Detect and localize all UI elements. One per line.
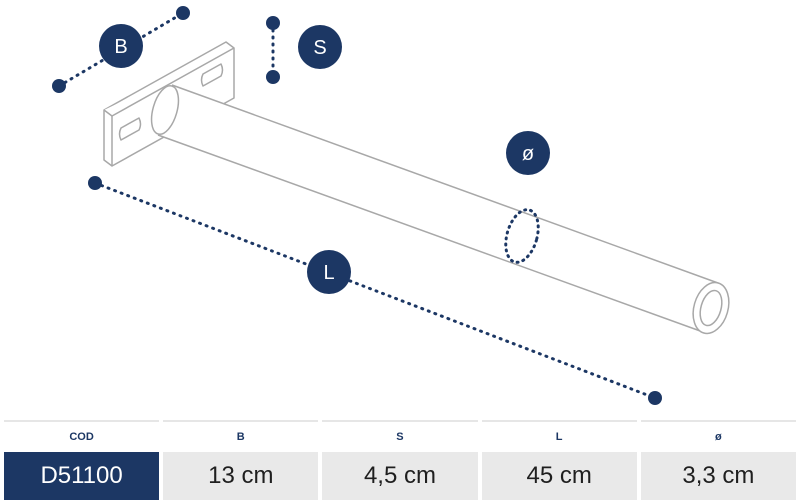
tube [150,84,730,335]
value-diameter: 3,3 cm [640,451,796,500]
value-b: 13 cm [163,451,319,500]
specs-header-row: COD B S L ø [4,420,796,452]
header-diameter: ø [640,420,796,452]
diameter-ring [504,208,540,264]
marker-s: S [298,25,342,69]
marker-diameter-label: ø [522,143,534,165]
header-cod: COD [4,420,160,452]
value-l: 45 cm [481,451,637,500]
header-b: B [163,420,319,452]
marker-l: L [307,250,351,294]
marker-s-label: S [313,37,326,59]
marker-diameter: ø [506,131,550,175]
specs-table: COD B S L ø D51100 13 cm 4,5 cm 45 cm 3,… [0,420,800,500]
header-s: S [322,420,478,452]
dimension-endpoints [52,6,662,405]
marker-l-label: L [323,262,334,284]
marker-b: B [99,24,143,68]
specs-value-row: D51100 13 cm 4,5 cm 45 cm 3,3 cm [4,451,796,500]
bracket-drawing: B S ø L [52,6,730,405]
value-cod: D51100 [4,451,160,500]
value-s: 4,5 cm [322,451,478,500]
marker-b-label: B [114,36,127,58]
header-l: L [481,420,637,452]
